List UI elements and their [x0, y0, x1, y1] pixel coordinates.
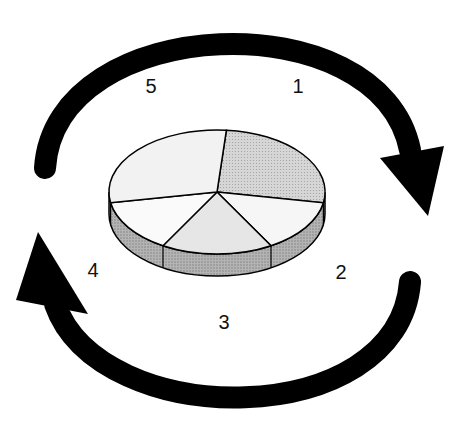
callout-number: 1	[292, 76, 303, 96]
callout-number: 3	[218, 312, 229, 332]
callout-number: 4	[87, 260, 98, 280]
callout-number: 2	[335, 262, 346, 282]
callout-number: 5	[145, 76, 156, 96]
pie-side	[109, 192, 325, 276]
cycle-arrow	[55, 282, 410, 397]
arrow-head	[380, 146, 444, 216]
pie-segment	[217, 130, 325, 203]
pie-segment	[109, 130, 226, 203]
arrow-head	[16, 232, 88, 314]
